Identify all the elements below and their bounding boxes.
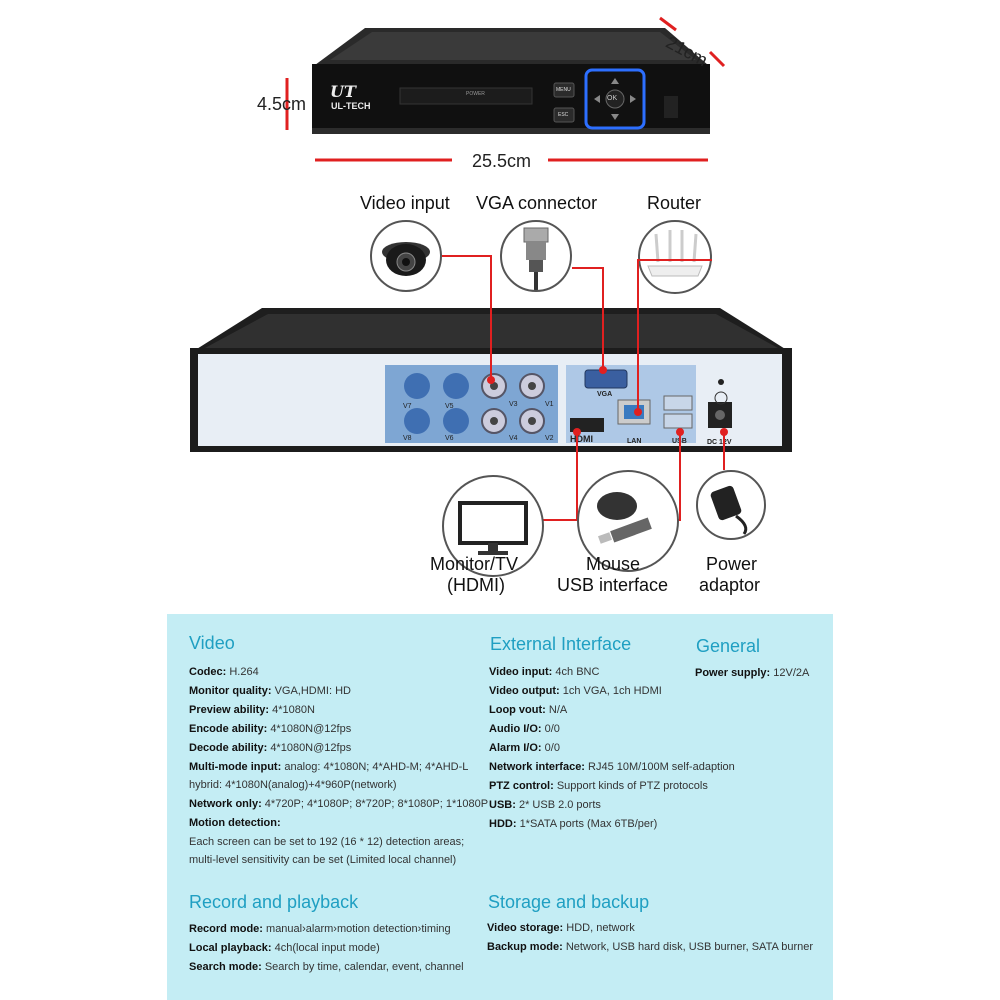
spec-motion-line1: Each screen can be set to 192 (16 * 12) … (189, 836, 465, 848)
monitor-label-line2: (HDMI) (447, 575, 505, 595)
port-v4-label: V4 (509, 435, 518, 442)
port-v8-label: V8 (403, 435, 412, 442)
camera-icon (370, 220, 442, 292)
router-icon (638, 220, 712, 294)
height-dimension: 4.5cm (257, 94, 307, 114)
esc-button: ESC (558, 112, 569, 118)
port-v7-label: V7 (403, 403, 412, 410)
width-dimension: 25.5cm (472, 151, 532, 171)
spec-decode: Decode ability: 4*1080N@12fps (189, 742, 352, 754)
spec-codec: Codec: H.264 (189, 666, 259, 678)
record-section-title: Record and playback (189, 892, 359, 912)
mouse-label-line2: USB interface (557, 575, 669, 595)
hdmi-port-label: HDMI (570, 434, 593, 444)
power-adaptor-icon (696, 470, 766, 540)
spec-encode: Encode ability: 4*1080N@12fps (189, 723, 352, 735)
port-v6-label: V6 (445, 435, 454, 442)
mouse-icon (577, 470, 679, 572)
mouse-label-line1: Mouse (586, 554, 641, 574)
specs-panel: Video Codec: H.264 Monitor quality: VGA,… (167, 614, 833, 1000)
lan-port-label: LAN (627, 438, 642, 445)
power-indicator-text: POWER (466, 91, 485, 97)
spec-multi-mode-cont: hybrid: 4*1080N(analog)+4*960P(network) (189, 779, 397, 791)
spec-network-only: Network only: 4*720P; 4*1080P; 8*720P; 8… (189, 798, 489, 810)
port-v3-label: V3 (509, 401, 518, 408)
vga-connector-label: VGA connector (476, 193, 598, 213)
external-section-title: External Interface (490, 634, 632, 654)
ok-button: OK (607, 95, 618, 102)
video-input-label: Video input (360, 193, 450, 213)
storage-section-title: Storage and backup (488, 892, 650, 912)
spec-loop-vout: Loop vout: N/A (489, 704, 568, 716)
spec-record-mode: Record mode: manual›alarm›motion detecti… (189, 923, 451, 935)
spec-alarm-io: Alarm I/O: 0/0 (489, 742, 560, 754)
front-view-illustration (285, 16, 726, 162)
brand-logo-mark: UT (330, 82, 356, 101)
monitor-label-line1: Monitor/TV (430, 554, 519, 574)
power-label-line2: adaptor (699, 575, 761, 595)
power-label-line1: Power (706, 554, 758, 574)
spec-network-interface: Network interface: RJ45 10M/100M self-ad… (489, 761, 735, 773)
spec-video-output: Video output: 1ch VGA, 1ch HDMI (489, 685, 662, 697)
port-v5-label: V5 (445, 403, 454, 410)
port-v1-label: V1 (545, 401, 554, 408)
spec-audio-io: Audio I/O: 0/0 (489, 723, 560, 735)
port-v2-label: V2 (545, 435, 554, 442)
dc-port-label: DC 12V (707, 439, 732, 446)
spec-motion-line2: multi-level sensitivity can be set (Limi… (189, 854, 457, 866)
spec-power-supply: Power supply: 12V/2A (695, 667, 810, 679)
general-section-title: General (696, 636, 761, 656)
menu-button: MENU (556, 87, 571, 93)
spec-usb: USB: 2* USB 2.0 ports (489, 799, 601, 811)
spec-search-mode: Search mode: Search by time, calendar, e… (189, 961, 464, 973)
spec-monitor-quality: Monitor quality: VGA,HDMI: HD (189, 685, 351, 697)
video-section-title: Video (189, 633, 235, 653)
spec-motion: Motion detection: (189, 817, 281, 829)
spec-ptz: PTZ control: Support kinds of PTZ protoc… (489, 780, 708, 792)
router-label: Router (647, 193, 702, 213)
spec-preview: Preview ability: 4*1080N (189, 704, 315, 716)
spec-multi-mode: Multi-mode input: analog: 4*1080N; 4*AHD… (189, 761, 469, 773)
vga-cable-icon (500, 220, 572, 292)
spec-video-storage: Video storage: HDD, network (487, 922, 635, 934)
brand-name: UL-TECH (331, 101, 371, 111)
spec-video-input: Video input: 4ch BNC (489, 666, 600, 678)
spec-local-playback: Local playback: 4ch(local input mode) (189, 942, 380, 954)
spec-hdd: HDD: 1*SATA ports (Max 6TB/per) (489, 818, 658, 830)
spec-backup-mode: Backup mode: Network, USB hard disk, USB… (487, 941, 814, 953)
vga-port-label: VGA (597, 391, 613, 398)
monitor-icon (442, 475, 544, 577)
